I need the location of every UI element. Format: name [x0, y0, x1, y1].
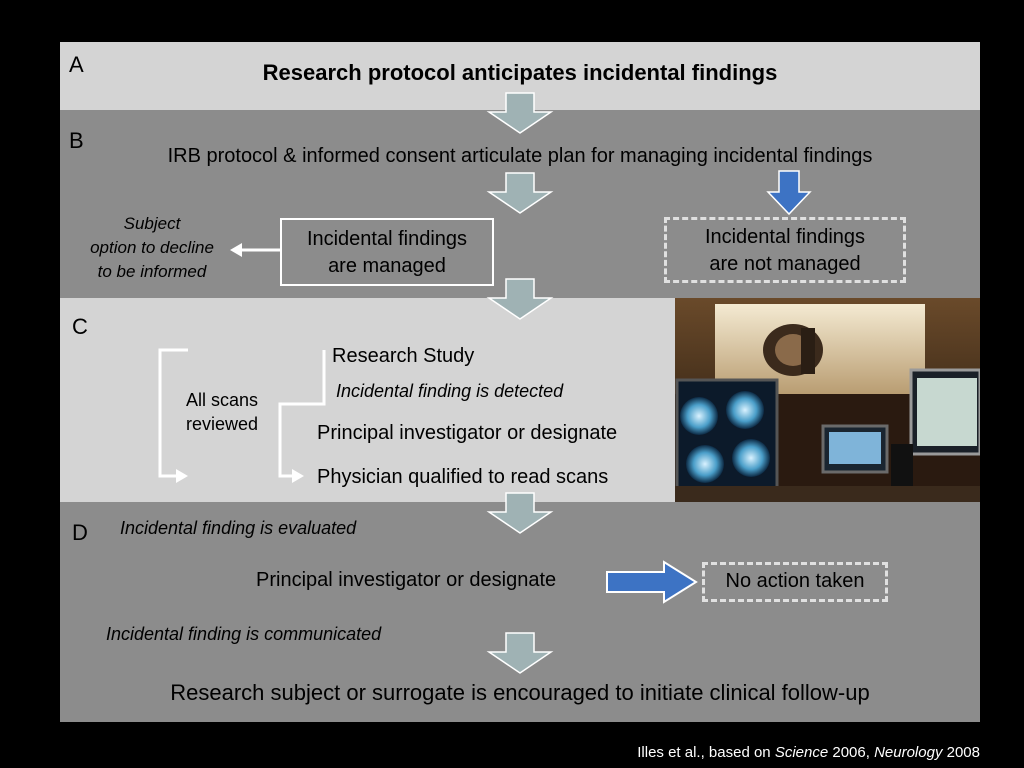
down-arrow-c-d — [486, 492, 554, 534]
section-d-letter: D — [72, 520, 88, 545]
all-scans-line2: reviewed — [185, 414, 259, 434]
citation-journal1: Science — [774, 744, 829, 761]
decline-arrow — [230, 243, 280, 257]
mri-photo-illustration — [675, 298, 980, 502]
section-d-band — [60, 502, 980, 722]
section-c-letter: C — [72, 314, 88, 339]
not-managed-line2: are not managed — [709, 253, 861, 275]
physician-label: Physician qualified to read scans — [317, 466, 609, 488]
citation-journal2: Neurology — [874, 744, 943, 761]
evaluated-label: Incidental finding is evaluated — [120, 518, 357, 538]
no-action-box: No action taken — [702, 562, 888, 602]
d-pi-designate-label: Principal investigator or designate — [256, 569, 557, 591]
managed-box: Incidental findings are managed — [280, 218, 494, 286]
review-bracket — [278, 350, 326, 483]
down-arrow-b-c — [486, 278, 554, 320]
decline-note: Subject option to decline to be informed — [72, 212, 232, 284]
no-action-arrow — [606, 560, 698, 604]
section-a-letter: A — [69, 52, 84, 77]
section-b-title: IRB protocol & informed consent articula… — [167, 145, 873, 167]
mri-control-room-photo — [675, 298, 980, 502]
final-outcome-label: Research subject or surrogate is encoura… — [170, 680, 870, 705]
communicated-label: Incidental finding is communicated — [106, 624, 382, 644]
decline-note-line3: to be informed — [97, 262, 207, 281]
down-arrow-a-b — [486, 92, 554, 134]
decline-note-line1: Subject — [123, 214, 181, 233]
managed-line2: are managed — [328, 255, 446, 277]
citation-prefix: Illes et al., based on — [637, 744, 775, 761]
managed-line1: Incidental findings — [306, 228, 468, 250]
decline-note-line2: option to decline — [90, 238, 214, 257]
citation-year1: 2006, — [828, 744, 875, 761]
citation-year2: 2008 — [942, 744, 980, 761]
all-scans-line1: All scans — [185, 390, 259, 410]
section-b-letter: B — [69, 128, 84, 153]
not-managed-line1: Incidental findings — [704, 226, 866, 248]
not-managed-box: Incidental findings are not managed — [664, 217, 906, 283]
down-arrow-communicate — [486, 632, 554, 674]
research-study-label: Research Study — [332, 345, 475, 367]
all-scans-label: All scans reviewed — [170, 388, 274, 436]
pi-designate-label: Principal investigator or designate — [317, 422, 618, 444]
detected-label: Incidental finding is detected — [336, 381, 564, 401]
citation: Illes et al., based on Science 2006, Neu… — [637, 744, 980, 761]
down-arrow-b-box — [486, 172, 554, 214]
all-scans-bracket — [158, 348, 188, 483]
section-a-title: Research protocol anticipates incidental… — [262, 60, 778, 85]
down-arrow-not-managed — [766, 170, 812, 216]
